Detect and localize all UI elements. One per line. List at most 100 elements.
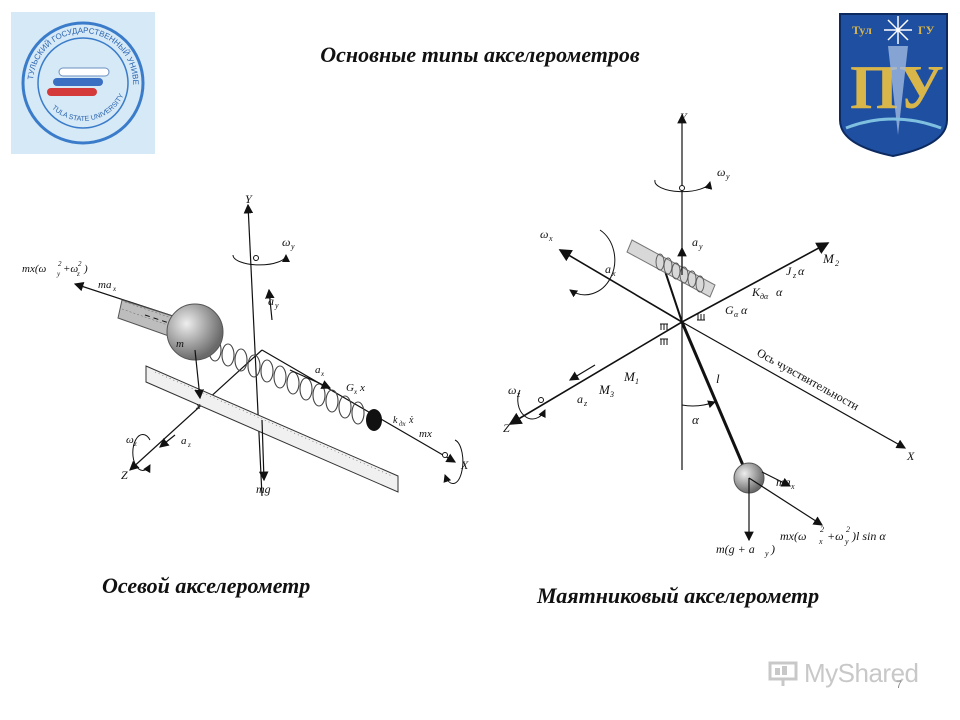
- pendulum-x-axis: [681, 321, 907, 449]
- svg-text:z: z: [792, 271, 797, 280]
- star-icon: [884, 16, 912, 44]
- pendulum-label-ma-x: ma: [776, 475, 791, 489]
- pendulum-label-Y: Y: [680, 110, 688, 124]
- caption-pendulum-accelerometer: Маятниковый акселерометр: [537, 583, 820, 608]
- svg-text:2: 2: [58, 260, 62, 268]
- axial-label-Z: Z: [121, 468, 128, 482]
- svg-text:+ω: +ω: [63, 263, 78, 275]
- tula-university-logo: ТУЛЬСКИЙ ГОСУДАРСТВЕННЫЙ УНИВЕРСИТЕТ TUL…: [8, 5, 155, 154]
- pendulum-label-Jz: J: [786, 264, 792, 278]
- axial-z-axis: [129, 349, 263, 471]
- crest-text-tul: Тул: [852, 23, 872, 37]
- pivot-supports: [660, 314, 705, 345]
- axial-label-kdx: k: [393, 415, 398, 426]
- svg-text:2: 2: [820, 525, 824, 534]
- svg-text:дα: дα: [760, 292, 769, 301]
- svg-text:y: y: [844, 537, 849, 546]
- svg-text:x: x: [353, 388, 358, 396]
- svg-text:2: 2: [835, 259, 839, 268]
- pendulum-label-l: l: [716, 371, 720, 386]
- pendulum-spring: [626, 239, 716, 298]
- svg-text:y: y: [290, 242, 295, 251]
- page-number: 7: [896, 679, 903, 691]
- crest-text-gu: ГУ: [918, 23, 935, 37]
- damper-end: [366, 409, 382, 431]
- svg-text:α: α: [776, 285, 783, 299]
- axial-accelerometer-diagram: Y ω y a y mx(ω 2 y +ω 2 z ) ma x m a x G x…: [22, 192, 469, 497]
- svg-text:y: y: [698, 242, 703, 251]
- watermark-text: MyShared: [804, 657, 919, 688]
- axial-label-Gx: G: [346, 382, 354, 394]
- pendulum-label-sensitivity-axis: Ось чувствительности: [755, 345, 862, 413]
- axial-label-Y: Y: [245, 192, 253, 206]
- axial-y-axis: [243, 203, 263, 497]
- pendulum-label-M3: M: [598, 382, 611, 397]
- svg-text:z: z: [187, 441, 191, 449]
- axial-label-a-y: a: [268, 294, 274, 308]
- pendulum-rod: [680, 321, 747, 471]
- pendulum-label-Z: Z: [503, 421, 510, 435]
- svg-text:): ): [770, 542, 775, 556]
- myshared-watermark: MyShared: [768, 656, 928, 690]
- axial-label-m: m: [176, 338, 184, 350]
- tpu-crest-logo: Тул ГУ ПУ: [836, 10, 951, 160]
- svg-text:y: y: [725, 172, 730, 181]
- mass-ball: [166, 303, 224, 361]
- svg-text:x: x: [195, 401, 201, 412]
- svg-text:z: z: [516, 390, 521, 399]
- svg-text:y: y: [764, 549, 769, 558]
- scale-rail: [145, 365, 399, 493]
- axial-label-a-z: a: [181, 435, 187, 447]
- svg-text:x: x: [112, 285, 117, 293]
- svg-text:α: α: [798, 264, 805, 278]
- svg-text:z: z: [133, 440, 137, 448]
- axial-label-mx: mx: [419, 428, 432, 440]
- svg-text:x: x: [320, 370, 325, 378]
- svg-text:x: x: [818, 537, 823, 546]
- axial-label-a-x: a: [315, 364, 321, 376]
- pendulum-label-M1: M: [623, 369, 636, 384]
- svg-text:+ω: +ω: [827, 529, 844, 543]
- pendulum-label-omega-x: ω: [540, 227, 548, 241]
- caption-axial-accelerometer: Осевой акселерометр: [102, 573, 311, 598]
- pendulum-label-alpha: α: [692, 412, 700, 427]
- pendulum-label-Ga: G: [725, 303, 734, 317]
- svg-text:y: y: [56, 270, 61, 278]
- pendulum-label-a-x: a: [605, 262, 611, 276]
- svg-text:z: z: [583, 399, 588, 408]
- svg-text:x: x: [548, 234, 553, 243]
- axial-label-omega-y: ω: [282, 235, 290, 249]
- pendulum-label-omega-z: ω: [508, 383, 516, 397]
- axial-label-centrifugal: mx(ω: [22, 263, 46, 275]
- svg-text:x: x: [611, 269, 616, 278]
- svg-text:)l sin α: )l sin α: [851, 529, 886, 543]
- svg-text:x: x: [359, 382, 365, 394]
- svg-text:3: 3: [609, 390, 614, 399]
- slide-title: Основные типы акселерометров: [320, 42, 640, 67]
- svg-text:α: α: [734, 310, 739, 319]
- pendulum-label-X: X: [906, 449, 915, 463]
- svg-text:дx: дx: [399, 420, 407, 428]
- svg-text:ẋ: ẋ: [408, 415, 414, 426]
- svg-text:2: 2: [846, 525, 850, 534]
- pendulum-m2-axis: [681, 242, 830, 323]
- presentation-icon: [768, 661, 798, 686]
- pendulum-z-axis: [508, 321, 683, 425]
- svg-text:y: y: [274, 301, 279, 310]
- svg-text:2: 2: [78, 260, 82, 268]
- svg-text:α: α: [741, 303, 748, 317]
- pendulum-label-gravity: m(g + a: [716, 542, 755, 556]
- pendulum-label-a-z: a: [577, 392, 583, 406]
- axial-label-mg: mg: [256, 482, 271, 496]
- pendulum-label-omega-y: ω: [717, 165, 725, 179]
- svg-text:1: 1: [635, 377, 639, 386]
- axial-label-ma-x: ma: [98, 279, 112, 291]
- pendulum-label-centrifugal: mx(ω: [780, 529, 806, 543]
- axial-label-omega-z: ω: [126, 434, 134, 446]
- axial-label-X: X: [460, 458, 469, 472]
- pendulum-accelerometer-diagram: Y ω y ω x a y a x M 2 J z α K дα α G α α…: [503, 110, 915, 558]
- pendulum-label-a-y: a: [692, 235, 698, 249]
- svg-text:): ): [83, 263, 88, 275]
- pendulum-label-M2: M: [822, 251, 835, 266]
